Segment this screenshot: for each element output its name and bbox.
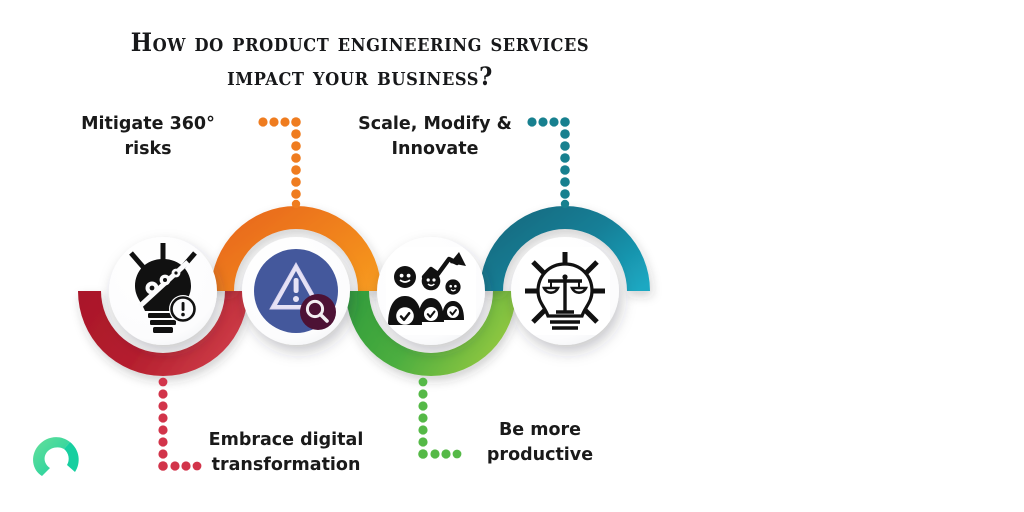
icon-node-scale-modify-innovate[interactable] [511, 237, 619, 345]
teal-top-arc [480, 206, 650, 291]
green-bottom-arc [346, 291, 516, 376]
brand-logo[interactable] [26, 432, 88, 484]
red-dotted-connector [158, 377, 202, 471]
orange-top-arc [211, 206, 381, 291]
stage-label-scale-modify-innovate: Scale, Modify & Innovate [358, 114, 512, 159]
lightbulb-gears-alert-icon [129, 243, 197, 333]
stage-label-embrace-digital: Embrace digital transformation [208, 430, 364, 475]
stage-label-mitigate-risks: Mitigate 360° risks [81, 114, 215, 159]
icon-node-embrace-digital[interactable] [109, 237, 217, 345]
people-growth-chart-icon [388, 252, 466, 325]
icon-node-be-more-productive[interactable] [377, 237, 485, 345]
stage-label-be-more-productive: Be more productive [486, 420, 594, 465]
lightbulb-scales-icon [525, 252, 605, 330]
page-title: How do product engineering services impa… [130, 28, 590, 91]
orange-dotted-connector [258, 117, 301, 209]
icon-node-mitigate-risks[interactable] [242, 237, 350, 345]
green-dotted-connector [418, 377, 462, 459]
teal-dotted-connector [527, 117, 570, 209]
red-bottom-arc [78, 291, 248, 376]
